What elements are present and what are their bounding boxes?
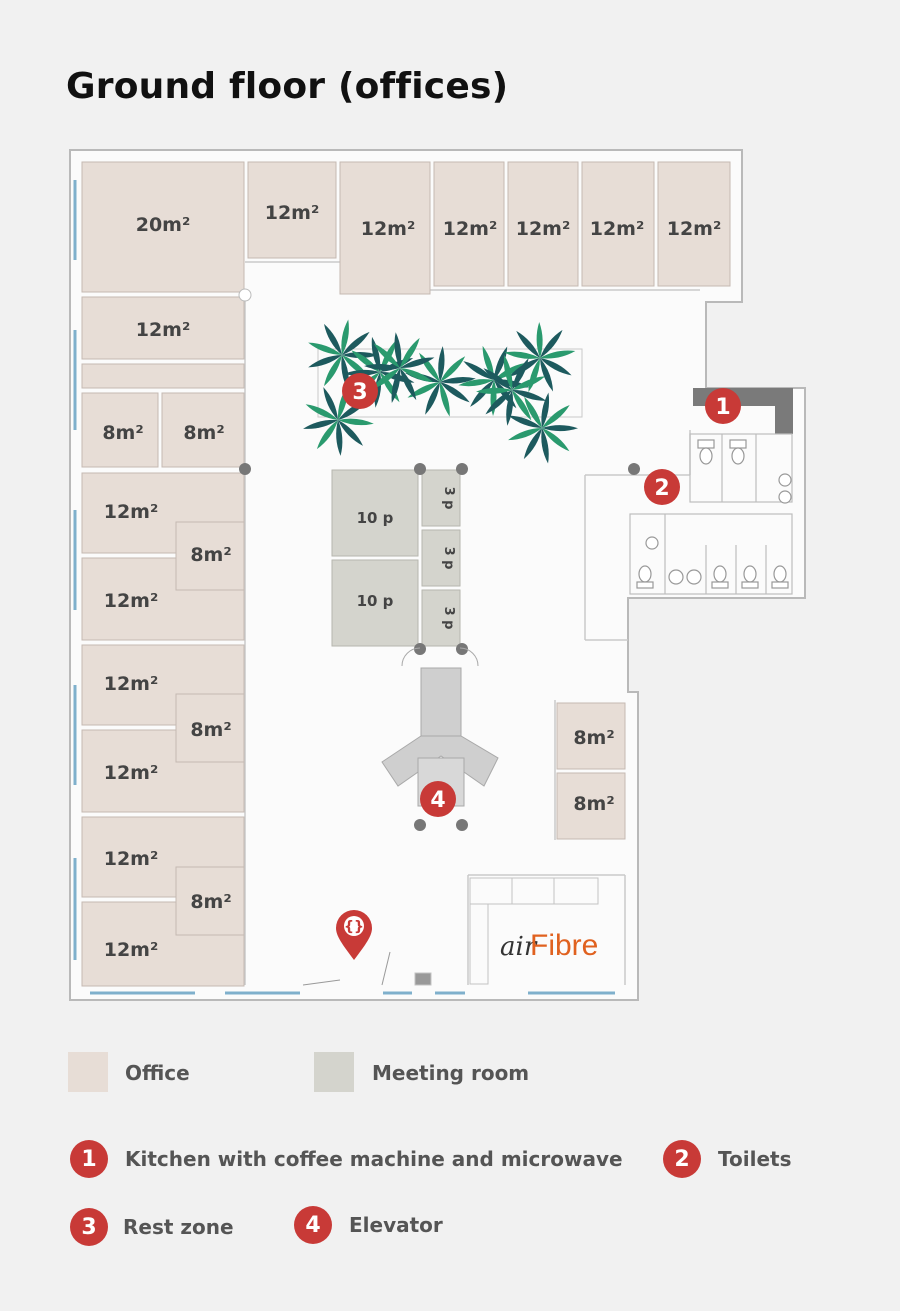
office-12m2-top-6[interactable]: [657, 161, 731, 287]
room-label: 12m²: [104, 939, 159, 961]
marker-2[interactable]: 2: [644, 469, 680, 505]
marker-3[interactable]: 3: [342, 373, 378, 409]
legend-office-label: Office: [125, 1061, 190, 1085]
room-label: 12m²: [443, 218, 498, 240]
room-label: 12m²: [667, 218, 722, 240]
toilet-icon: [636, 439, 789, 589]
plant-icon: [364, 332, 435, 404]
legend-badge-1: 1: [70, 1140, 108, 1178]
room-label: 8m²: [573, 727, 614, 749]
svg-text:{}: {}: [344, 919, 364, 935]
plant-icon: [476, 354, 547, 426]
office-12m2-top-1[interactable]: [247, 161, 337, 259]
room-labels: 20m² 12m² 12m² 12m² 12m² 12m² 12m² 12m² …: [102, 202, 721, 961]
room-label: 8m²: [190, 719, 231, 741]
meeting-10p-1[interactable]: [331, 469, 419, 557]
office-8m2-left-5[interactable]: [175, 866, 245, 936]
room-label: 8m²: [183, 422, 224, 444]
marker-4[interactable]: 4: [420, 781, 456, 817]
svg-text:3: 3: [352, 380, 367, 405]
brand-air: air: [500, 932, 538, 962]
meeting-3p-3[interactable]: [421, 589, 461, 647]
room-label: 10 p: [357, 592, 394, 610]
office-8m2-left-4[interactable]: [175, 693, 245, 763]
meeting-3p-2[interactable]: [421, 529, 461, 587]
page-title: Ground floor (offices): [66, 66, 509, 107]
legend-meeting-swatch: [314, 1052, 354, 1092]
office-12m2-left-1[interactable]: [81, 296, 245, 360]
room-label: 12m²: [104, 590, 159, 612]
room-label: 8m²: [573, 793, 614, 815]
svg-text:2: 2: [654, 476, 669, 501]
office-8m2-right-1[interactable]: [556, 702, 626, 770]
room-label: 8m²: [190, 544, 231, 566]
legend-toilets-label: Toilets: [718, 1147, 792, 1171]
marker-1[interactable]: 1: [705, 388, 741, 424]
office-12m2-top-5[interactable]: [581, 161, 655, 287]
svg-text:4: 4: [430, 788, 445, 813]
office-12m2-top-3[interactable]: [433, 161, 505, 287]
office-8m2-left-2[interactable]: [161, 392, 245, 468]
room-label: 12m²: [361, 218, 416, 240]
room-label: 10 p: [357, 509, 394, 527]
legend-meeting-label: Meeting room: [372, 1061, 530, 1085]
svg-text:1: 1: [715, 395, 730, 420]
plant-icon: [405, 346, 476, 417]
entrance-pin-icon[interactable]: {}: [336, 910, 372, 960]
office-20m2[interactable]: [81, 161, 245, 293]
room-label: 12m²: [265, 202, 320, 224]
room-label: 12m²: [136, 319, 191, 341]
meeting-3p-1[interactable]: [421, 469, 461, 527]
sink-icon: [645, 473, 792, 585]
room-label: 12m²: [104, 501, 159, 523]
room-label: 3 p: [441, 607, 456, 630]
meeting-10p-2[interactable]: [331, 559, 419, 647]
office-12m2-top-2[interactable]: [339, 161, 431, 295]
room-label: 12m²: [104, 673, 159, 695]
entrance: [302, 951, 391, 986]
room-label: 3 p: [441, 487, 456, 510]
offices: [81, 161, 731, 987]
room-label: 20m²: [136, 214, 191, 236]
pillars: [239, 463, 640, 831]
office-8m2-left-1[interactable]: [81, 392, 159, 468]
room-label: 8m²: [190, 891, 231, 913]
windows: [73, 180, 615, 995]
legend-elevator-label: Elevator: [349, 1213, 443, 1237]
room-label: 3 p: [441, 547, 456, 570]
brand-fibre: Fibre: [530, 929, 598, 962]
legend-badge-4: 4: [294, 1206, 332, 1244]
room-label: 8m²: [102, 422, 143, 444]
office-8m2-right-2[interactable]: [556, 772, 626, 840]
plant-icon: [303, 319, 578, 464]
floor-plan: 20m² 12m² 12m² 12m² 12m² 12m² 12m² 12m² …: [69, 149, 806, 1001]
rest-zone: [303, 319, 583, 464]
legend-rest-zone-label: Rest zone: [123, 1215, 234, 1239]
room-label: 12m²: [590, 218, 645, 240]
legend-office-swatch: [68, 1052, 108, 1092]
office-8m2-left-3[interactable]: [175, 521, 245, 591]
legend-kitchen-label: Kitchen with coffee machine and microwav…: [125, 1147, 623, 1171]
toilets-block: [629, 433, 793, 595]
plant-icon: [508, 392, 578, 464]
legend-badge-2: 2: [663, 1140, 701, 1178]
room-label: 12m²: [104, 848, 159, 870]
office-12m2-top-4[interactable]: [507, 161, 579, 287]
meeting-rooms: [331, 469, 461, 647]
room-label: 12m²: [516, 218, 571, 240]
legend-badge-3: 3: [70, 1208, 108, 1246]
room-label: 12m²: [104, 762, 159, 784]
reception-desk: [414, 877, 599, 986]
